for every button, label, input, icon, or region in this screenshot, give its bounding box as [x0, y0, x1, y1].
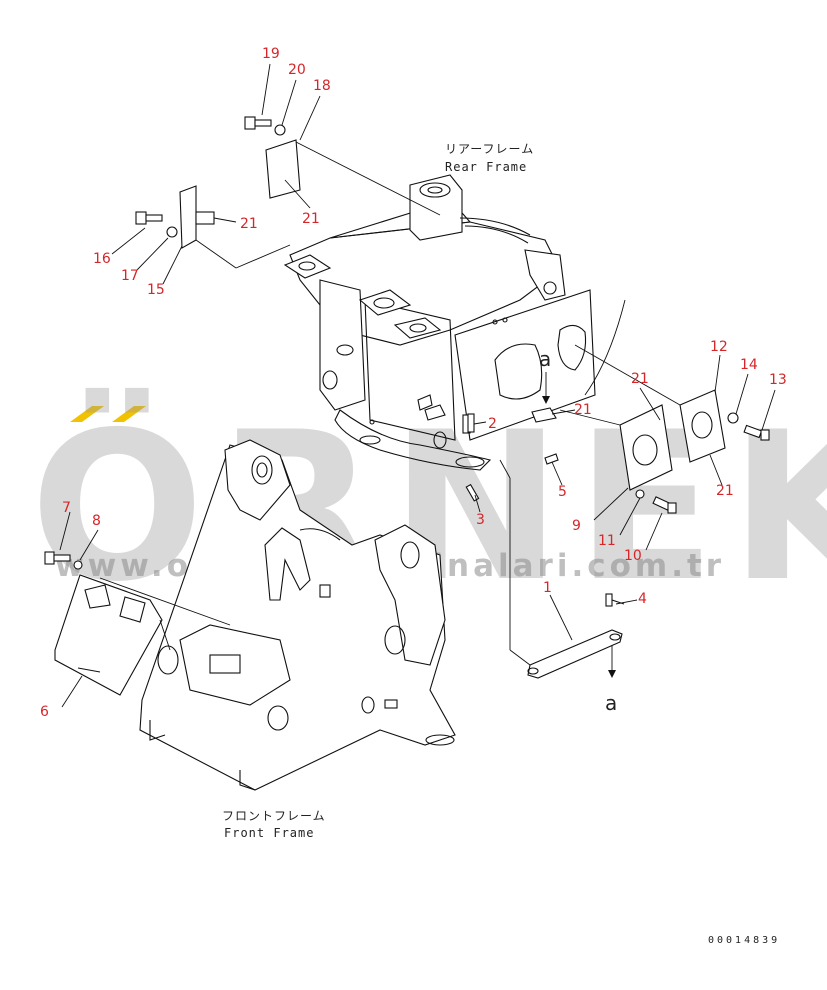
part-label: 10 [624, 548, 642, 564]
part-label: 11 [598, 533, 616, 549]
part-label: 16 [93, 251, 111, 267]
bar-1 [527, 629, 623, 679]
pin-5 [544, 453, 559, 465]
front-frame-title-jp: フロントフレーム [222, 809, 326, 823]
part-label: 21 [716, 483, 734, 499]
bolt-19 [244, 116, 272, 130]
part-label: 1 [543, 580, 552, 596]
part-label: 21 [574, 402, 592, 418]
part-label: 15 [147, 282, 165, 298]
bolt-16 [135, 211, 163, 225]
cover-15 [179, 185, 197, 249]
part-label: 5 [558, 484, 567, 500]
pin-2 [467, 413, 475, 433]
part-label: 13 [769, 372, 787, 388]
cover-9 [619, 404, 673, 491]
part-label: 6 [40, 704, 49, 720]
washer-20 [274, 124, 286, 136]
part-labels: 19 20 18 21 16 17 15 21 12 14 13 21 21 2… [40, 46, 787, 720]
part-label: 3 [476, 512, 485, 528]
bolt-13 [743, 424, 770, 441]
rear-frame-title-jp: リアーフレーム [445, 142, 534, 156]
rear-frame-title-en: Rear Frame [445, 160, 527, 174]
washer-17 [166, 226, 178, 238]
part-label: 14 [740, 357, 758, 373]
part-label: 21 [631, 371, 649, 387]
drawing-code: 00014839 [708, 935, 780, 946]
cover-6 [54, 574, 163, 696]
leader-lines [59, 63, 776, 708]
part-label: 9 [572, 518, 581, 534]
cover-18 [265, 139, 301, 199]
part-label: 4 [638, 591, 647, 607]
cover-12 [679, 389, 726, 463]
washer-11 [635, 489, 645, 499]
washer-14 [727, 412, 739, 424]
part-label: 19 [262, 46, 280, 62]
assembly-lines [99, 141, 681, 678]
bracket-21-mid [531, 407, 557, 423]
part-label: 2 [488, 416, 497, 432]
section-mark-a-top: a [539, 347, 551, 371]
part-label: 20 [288, 62, 306, 78]
watermark-accent-left [70, 406, 104, 422]
rear-frame-drawing [283, 174, 596, 471]
plate-21-left [195, 211, 215, 225]
section-mark-a-bottom: a [605, 691, 617, 715]
pin-4 [605, 593, 625, 607]
part-label: 21 [302, 211, 320, 227]
bolt-10 [652, 496, 677, 514]
part-label: 18 [313, 78, 331, 94]
front-frame-title-en: Front Frame [224, 826, 314, 840]
part-label: 21 [240, 216, 258, 232]
washer-8 [73, 560, 83, 570]
front-frame-drawing [139, 439, 456, 791]
part-label: 7 [62, 500, 71, 516]
part-label: 17 [121, 268, 139, 284]
watermark-accent-right [112, 406, 146, 422]
part-label: 12 [710, 339, 728, 355]
part-label: 8 [92, 513, 101, 529]
bolt-7 [44, 551, 71, 565]
